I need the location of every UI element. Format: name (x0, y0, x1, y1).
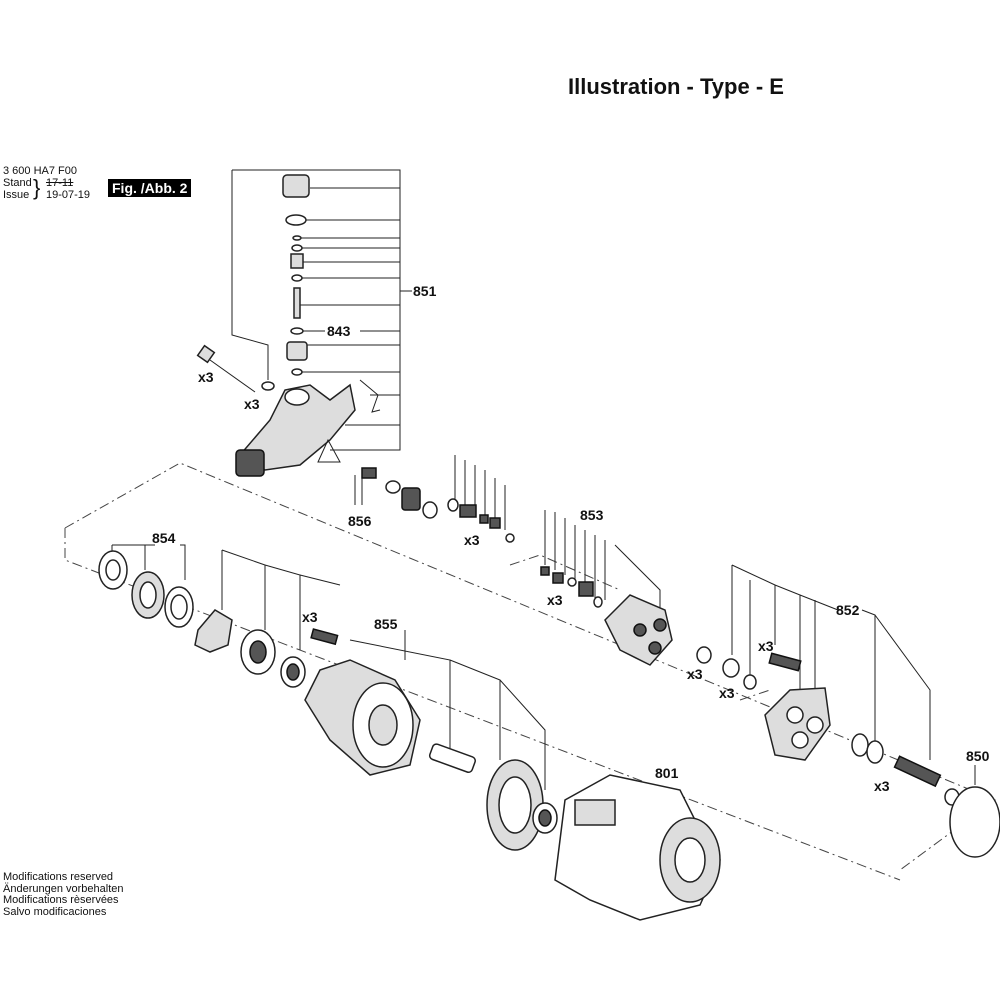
qty-x3: x3 (302, 609, 318, 625)
callout-855: 855 (374, 616, 398, 632)
valve-stack (282, 174, 310, 376)
callout-856: 856 (348, 513, 372, 529)
stand-issue-labels: Stand Issue (3, 177, 32, 201)
leader-851 (231, 169, 412, 451)
callout-851: 851 (413, 283, 437, 299)
brace: } (33, 175, 41, 200)
illustration-title: Illustration - Type - E (568, 74, 784, 99)
doc-number: 3 600 HA7 F00 (3, 165, 77, 177)
part-854-group (98, 544, 194, 628)
modifications-notice: Modifications reserved Änderungen vorbeh… (3, 871, 124, 918)
callout-850: 850 (966, 748, 990, 764)
mod-line: Modifications rèservées (3, 894, 119, 906)
callout-854: 854 (152, 530, 176, 546)
assembly-outline (64, 462, 997, 881)
qty-x3: x3 (464, 532, 480, 548)
qty-x3: x3 (687, 666, 703, 682)
qty-x3: x3 (758, 638, 774, 654)
qty-x3: x3 (874, 778, 890, 794)
qty-x3: x3 (198, 369, 214, 385)
stand-value: 17-11 (46, 177, 74, 189)
figure-label: Fig. /Abb. 2 (108, 179, 192, 197)
qty-x3: x3 (244, 396, 260, 412)
part-855-group (194, 549, 558, 851)
bolt (196, 344, 275, 393)
assembly-outline-inner (509, 554, 771, 701)
qty-x3: x3 (547, 592, 563, 608)
mod-line: Salvo modificaciones (3, 905, 107, 918)
mod-line: Modifications reserved (3, 871, 114, 883)
o-ring-850 (949, 765, 1000, 858)
part-853-group (447, 455, 712, 666)
callout-801: 801 (655, 765, 679, 781)
callout-843: 843 (327, 323, 351, 339)
mod-line: Änderungen vorbehalten (3, 882, 124, 895)
issue-value: 19-07-19 (46, 189, 91, 201)
callout-853: 853 (580, 507, 604, 523)
qty-x3: x3 (719, 685, 735, 701)
callout-852: 852 (836, 602, 860, 618)
issue-label: Issue (3, 189, 30, 201)
stand-label: Stand (3, 177, 32, 189)
part-852-group (722, 564, 960, 806)
pump-head-housing (235, 379, 381, 477)
stand-issue-values: 17-11 19-07-19 (46, 177, 90, 201)
part-856-group (354, 467, 438, 519)
motor-801 (554, 774, 721, 921)
